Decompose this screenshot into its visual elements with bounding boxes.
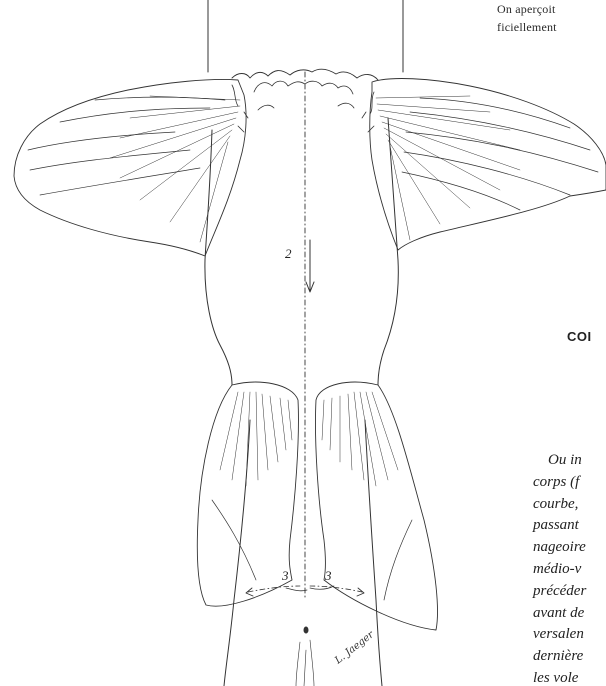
top-text-line-2: ficiellement (497, 20, 557, 35)
body-paragraph: Ou in corps (f courbe, passant nageoire … (533, 450, 586, 686)
pectoral-fin-left (14, 79, 246, 256)
artist-signature: L. Jaeger (332, 629, 377, 667)
paragraph-line: nageoire (533, 537, 586, 559)
body-right-edge (378, 118, 398, 385)
pelvic-fin-right (315, 382, 437, 630)
paragraph-line: Ou in (533, 450, 586, 472)
body-outline (208, 0, 403, 72)
pectoral-fin-right (370, 79, 606, 250)
paragraph-line: les vole (533, 668, 586, 686)
paragraph-line: versalen (533, 624, 586, 646)
tail-left-edge (224, 420, 250, 686)
body-left-edge (205, 130, 232, 385)
paragraph-line: courbe, (533, 494, 586, 516)
paragraph-line: dernière (533, 646, 586, 668)
label-2: 2 (285, 246, 292, 261)
paragraph-line: avant de (533, 603, 586, 625)
label-3-right: 3 (324, 568, 332, 583)
tail-right-edge (365, 420, 382, 686)
top-text-line-1: On aperçoit (497, 2, 556, 17)
paragraph-line: médio-v (533, 559, 586, 581)
paragraph-line: précéder (533, 581, 586, 603)
paragraph-line: passant (533, 515, 586, 537)
label-3-left: 3 (281, 568, 289, 583)
paragraph-line: corps (f (533, 472, 586, 494)
section-heading: COI (567, 329, 592, 344)
